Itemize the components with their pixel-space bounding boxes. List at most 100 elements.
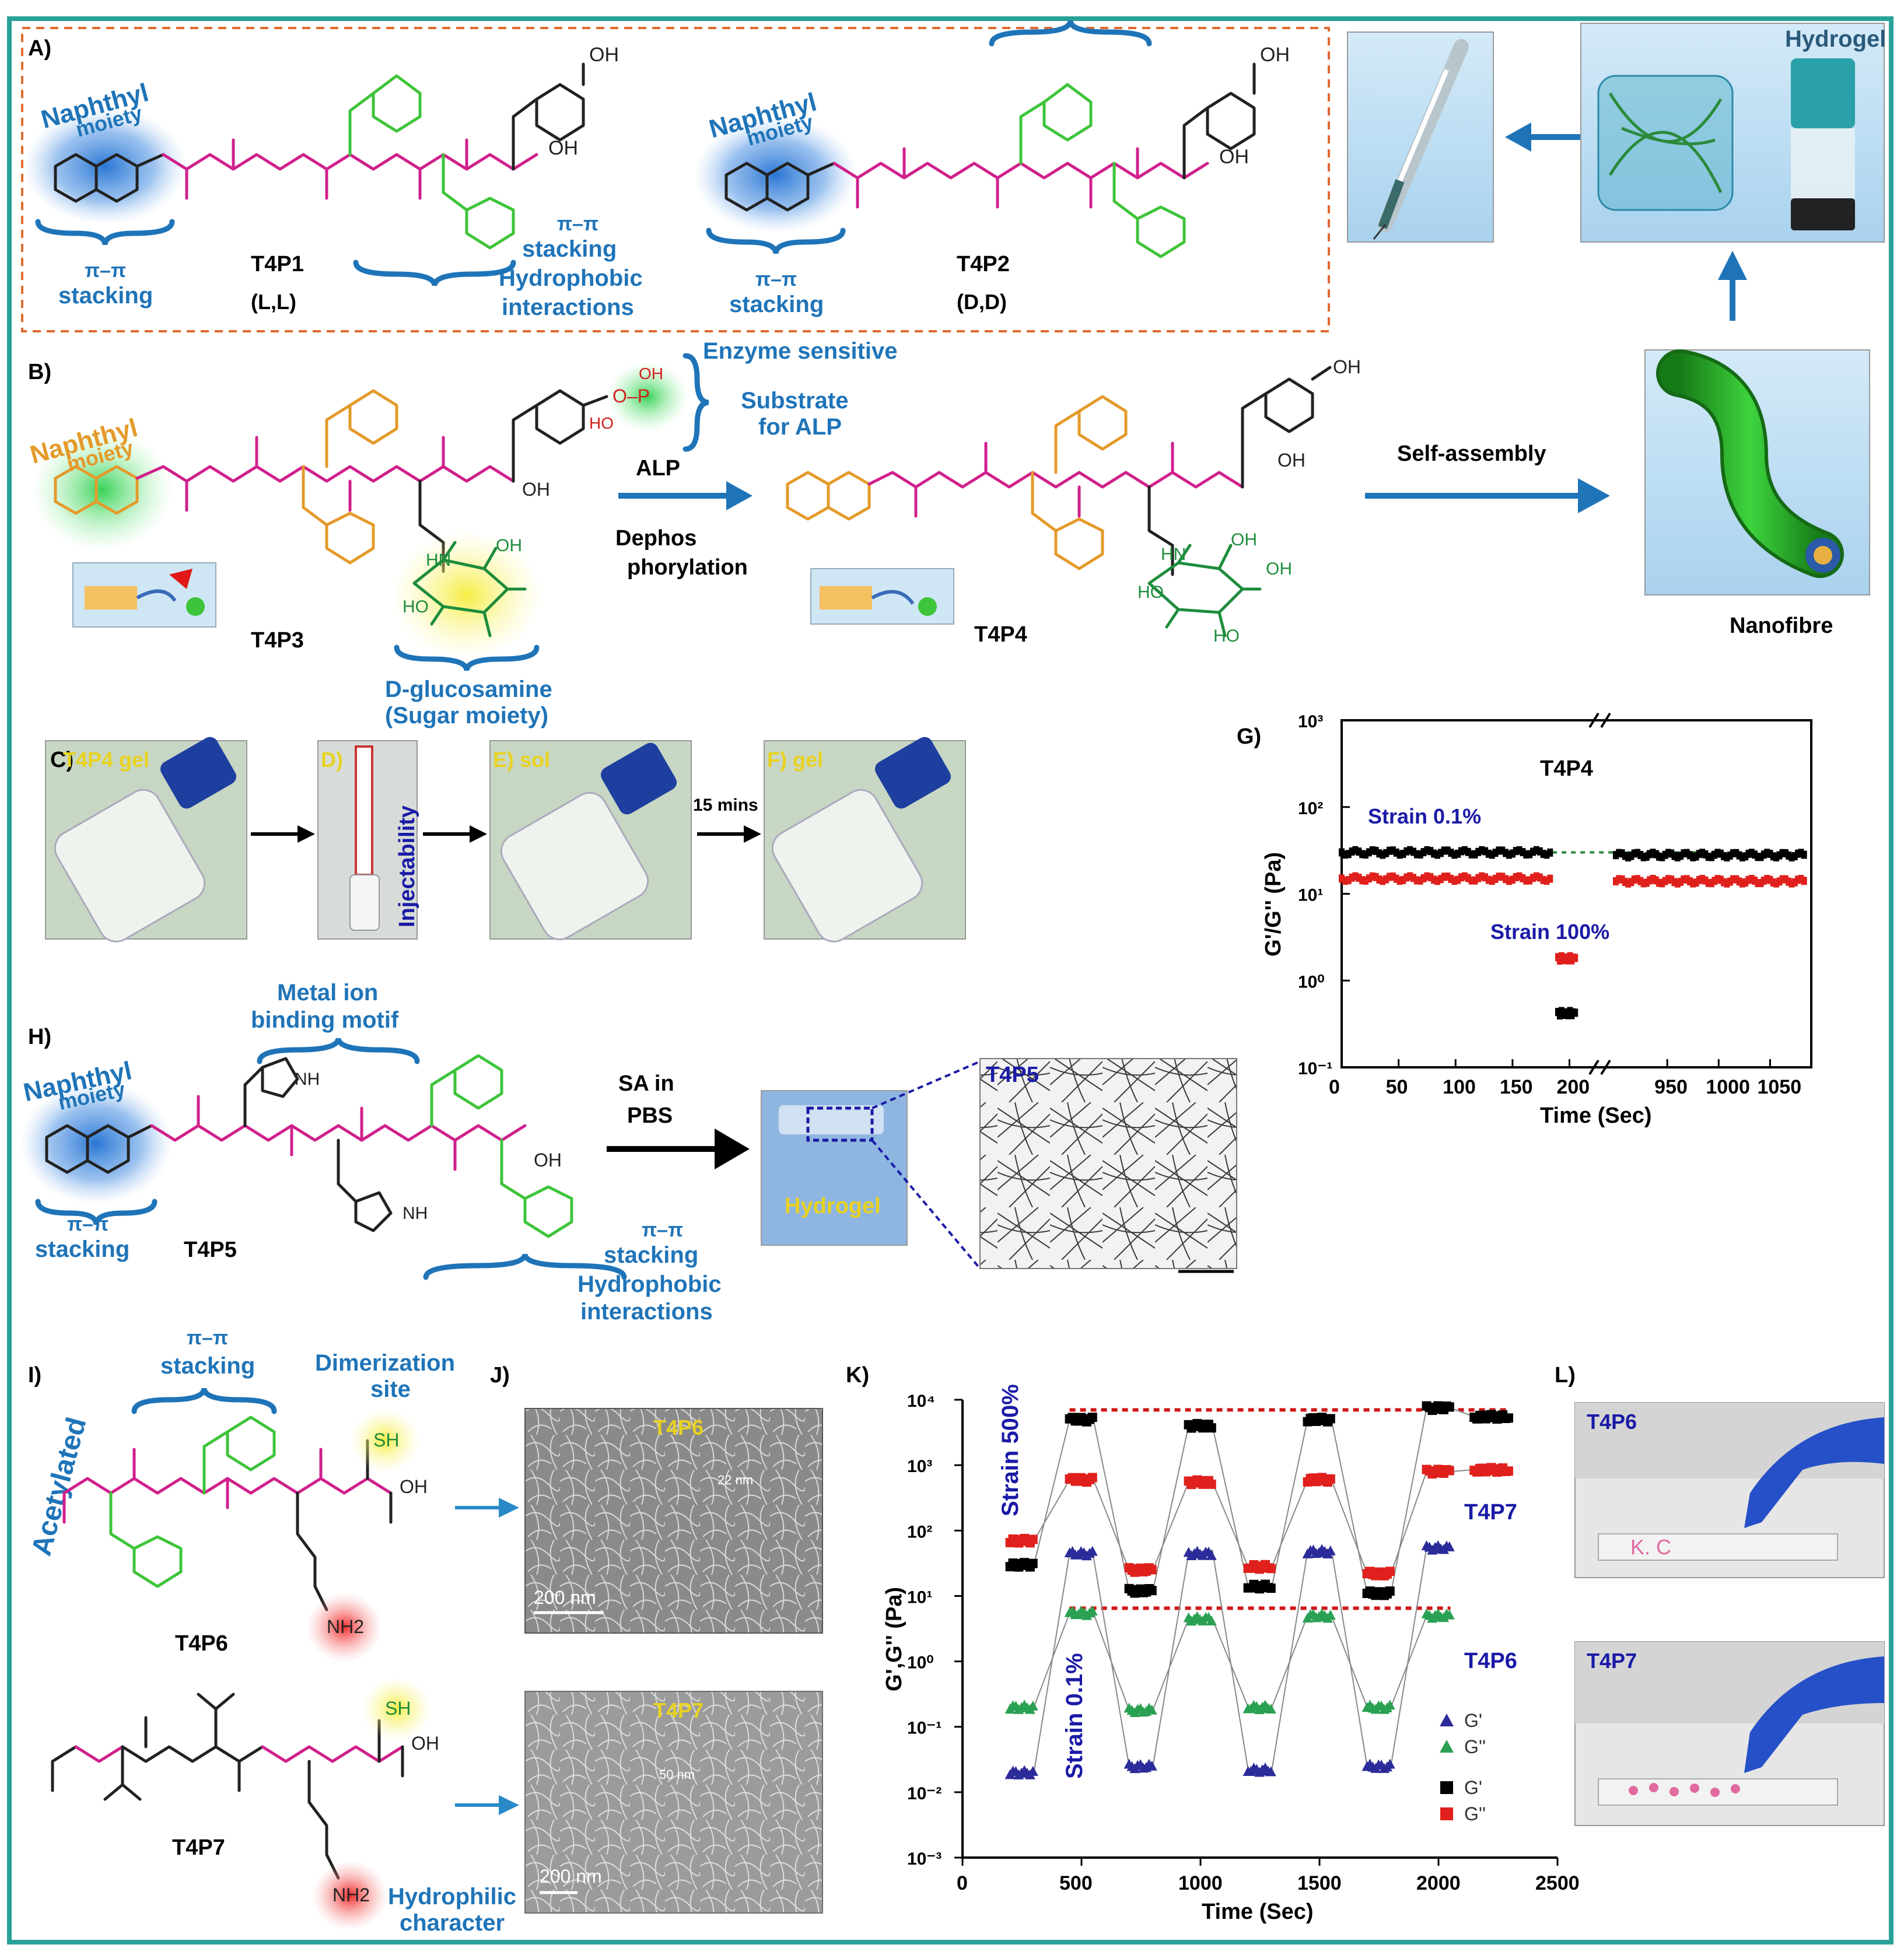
data-point-g-prime (1530, 847, 1536, 856)
pi-pi-label: π–π (187, 1327, 228, 1349)
annotation-strain-01: Strain 0.1% (1062, 1653, 1087, 1779)
x-tick-label: 500 (1059, 1872, 1093, 1894)
data-point-g-prime (1407, 846, 1413, 854)
y-tick-label: 10³ (1298, 712, 1323, 731)
tem-t4p5-label: T4P5 (986, 1063, 1039, 1087)
data-point-g-prime (1625, 853, 1632, 861)
nh-label: NH (295, 1070, 320, 1089)
data-point-g-prime (1366, 848, 1372, 857)
data-point-g-double-prime (1631, 875, 1637, 884)
oh-label: OH (411, 1733, 439, 1754)
data-point-g-prime (1721, 852, 1727, 860)
data-point-g-double-prime (1417, 876, 1423, 885)
data-point-g-double-prime (1523, 876, 1530, 885)
data-point-g-double-prime (1699, 875, 1706, 884)
syringe-image (1347, 31, 1494, 243)
data-point-g-double-prime (1733, 875, 1740, 884)
data-point-g-prime (1455, 849, 1461, 858)
data-point-g-prime (1801, 850, 1807, 859)
data-point-t4p6 (1325, 1545, 1336, 1555)
oh-label: OH (639, 365, 663, 383)
pi-pi-label: π–π (755, 268, 797, 290)
panel-label-f: F) gel (767, 748, 823, 772)
y-tick-label: 10⁻² (907, 1784, 942, 1803)
data-point-g-prime (1475, 847, 1482, 856)
hydrophilic-label: Hydrophilic (388, 1884, 516, 1910)
oh-label: OH (1266, 559, 1292, 579)
data-point-g-prime (1773, 853, 1780, 861)
data-point-g-prime (1702, 850, 1709, 859)
panel-label-d: D) (321, 748, 343, 772)
nanofibre-image (1644, 349, 1870, 595)
data-point-g-double-prime (1533, 872, 1539, 881)
data-point-t4p6 (1027, 1700, 1038, 1711)
annotation-strain-high: Strain 100% (1490, 920, 1609, 944)
acetylated-label: Acetylated (26, 1414, 92, 1559)
data-point-g-prime (1472, 850, 1478, 859)
data-point-g-prime (1730, 849, 1736, 857)
data-point-g-double-prime (1736, 877, 1742, 886)
data-point-g-double-prime (1536, 873, 1543, 882)
data-point-g-double-prime (1506, 877, 1512, 885)
data-point-g-prime (1437, 849, 1444, 857)
enzyme-sensitive-label: Enzyme sensitive (703, 338, 898, 364)
data-point-g-prime (1458, 847, 1464, 856)
data-point-t4p6 (1206, 1550, 1217, 1560)
data-point-g-prime (1513, 847, 1519, 856)
data-point-g-prime (1736, 851, 1742, 860)
data-point-g-prime (1413, 850, 1420, 859)
phosphate-group: O–P (612, 386, 650, 407)
data-point-g-prime (1628, 852, 1634, 860)
photo-d: D) Injectability (317, 740, 419, 940)
panel-l: L) K. C T4P6 T4P7 (1555, 1363, 1885, 1826)
data-point-g-double-prime (1363, 876, 1368, 885)
photo-c: C) T4P4 gel (45, 737, 247, 943)
data-point-g-double-prime (1758, 879, 1764, 888)
panel-label-i: I) (28, 1363, 41, 1388)
y-tick-label: 10⁻³ (907, 1849, 942, 1869)
data-point-g-double-prime (1770, 878, 1776, 887)
panel-label-c: C) (50, 748, 74, 772)
data-point-g-double-prime (1513, 873, 1519, 881)
data-point-g-prime (1567, 1007, 1573, 1015)
data-point-g-prime (1536, 847, 1543, 856)
data-point-g-double-prime (1503, 875, 1509, 884)
data-point-g-prime (1634, 849, 1641, 857)
sem-t4p7-label: T4P7 (653, 1698, 704, 1722)
data-point-g-double-prime (1637, 877, 1644, 885)
data-point-g-prime (1390, 846, 1396, 855)
data-point-g-prime (1619, 849, 1625, 858)
hydrogel-photo-h: Hydrogel (761, 1090, 908, 1246)
x-tick-label: 1000 (1706, 1076, 1750, 1098)
data-point-g-prime (1748, 849, 1755, 857)
data-point-g-prime (1643, 852, 1650, 861)
data-point-g-double-prime (1668, 875, 1675, 884)
data-point-g-prime (1572, 1008, 1578, 1017)
panel-label-e: E) sol (493, 748, 550, 772)
data-point-g-double-prime (1410, 874, 1416, 882)
data-point-g-double-prime (1696, 875, 1702, 884)
annotation-t4p7: T4P7 (1464, 1500, 1517, 1525)
data-point-g-prime (1492, 849, 1499, 857)
data-point-g-prime (1349, 847, 1355, 856)
data-point-t4p7 (1147, 1565, 1157, 1575)
data-point-g-double-prime (1791, 878, 1798, 887)
data-point-t4p6 (1146, 1704, 1157, 1715)
data-point-g-prime (1613, 851, 1619, 860)
data-point-g-prime (1671, 852, 1678, 860)
data-point-g-double-prime (1369, 872, 1376, 881)
oh-label: OH (1219, 146, 1249, 168)
x-tick-label: 2500 (1535, 1872, 1580, 1894)
data-point-g-double-prime (1764, 875, 1770, 884)
sem-t4p6-label: T4P6 (653, 1416, 704, 1439)
sh-label: SH (373, 1430, 399, 1451)
data-point-g-prime (1496, 846, 1502, 855)
data-point-g-prime (1431, 849, 1437, 858)
data-point-g-prime (1434, 850, 1440, 859)
data-point-g-double-prime (1527, 876, 1533, 885)
data-point-g-prime (1556, 1011, 1563, 1019)
data-point-g-double-prime (1345, 876, 1352, 885)
data-point-g-prime (1640, 853, 1647, 861)
data-point-t4p7 (1325, 1474, 1335, 1484)
data-point-t4p6 (1206, 1615, 1217, 1625)
